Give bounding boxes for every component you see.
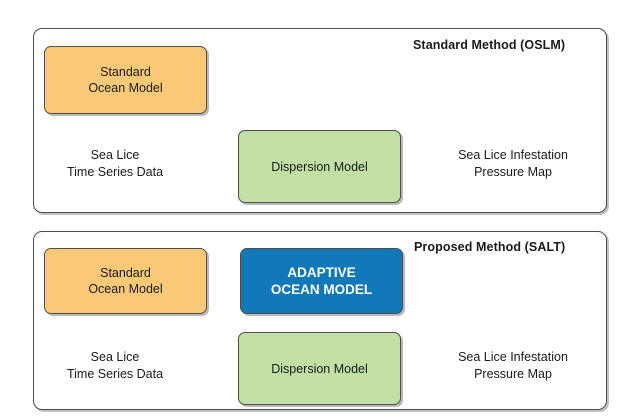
- node-dispersion-model-bottom[interactable]: Dispersion Model: [238, 332, 401, 405]
- panel-title-proposed-method: Proposed Method (SALT): [414, 240, 566, 254]
- label-sea-lice-input-top: Sea Lice Time Series Data: [66, 148, 164, 179]
- node-standard-ocean-model-bottom[interactable]: Standard Ocean Model: [44, 248, 207, 314]
- node-standard-ocean-model-top[interactable]: Standard Ocean Model: [44, 46, 207, 114]
- panel-title-standard-method: Standard Method (OSLM): [413, 38, 566, 52]
- node-adaptive-ocean-model[interactable]: ADAPTIVE OCEAN MODEL: [240, 248, 403, 314]
- label-infestation-output-bottom: Sea Lice Infestation Pressure Map: [458, 350, 568, 381]
- label-sea-lice-input-bottom: Sea Lice Time Series Data: [66, 350, 164, 381]
- label-infestation-output-top: Sea Lice Infestation Pressure Map: [458, 148, 568, 179]
- node-dispersion-model-top[interactable]: Dispersion Model: [238, 130, 401, 203]
